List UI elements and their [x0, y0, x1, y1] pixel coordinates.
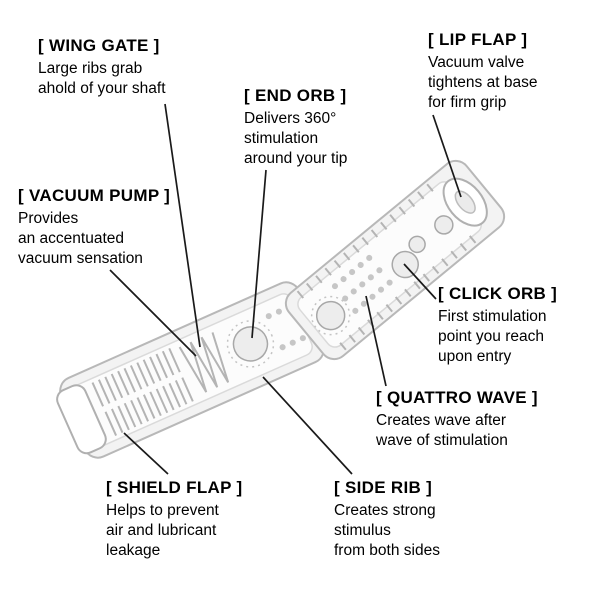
leader-side-rib — [262, 376, 353, 475]
wing-gate-ribs-lower — [104, 377, 194, 436]
entry-orb-ball — [315, 300, 346, 331]
callout-vacuum-pump-title: [ VACUUM PUMP ] — [18, 186, 171, 205]
callout-side-rib-title: [ SIDE RIB ] — [334, 478, 433, 497]
base-orb-ball — [434, 215, 454, 235]
callout-wing-gate-desc: Large ribs grab ahold of your shaft — [38, 60, 166, 97]
entry-orb-ring — [310, 295, 351, 336]
callout-wing-gate: [ WING GATE ] Large ribs grab ahold of y… — [38, 36, 166, 99]
end-orb-ring — [226, 320, 275, 368]
callout-end-orb-title: [ END ORB ] — [244, 86, 347, 105]
callout-lip-flap: [ LIP FLAP ] Vacuum valve tightens at ba… — [428, 30, 537, 113]
side-ribs-bottom — [339, 235, 477, 351]
callout-click-orb: [ CLICK ORB ] First stimulation point yo… — [438, 284, 557, 367]
leader-lines — [109, 103, 462, 475]
end-orb-ball — [232, 326, 269, 362]
callout-lip-flap-desc: Vacuum valve tightens at base for firm g… — [428, 54, 538, 111]
callout-shield-flap: [ SHIELD FLAP ] Helps to prevent air and… — [106, 478, 242, 561]
callout-shield-flap-desc: Helps to prevent air and lubricant leaka… — [106, 502, 219, 559]
side-ribs-top — [296, 183, 434, 299]
callout-shield-flap-title: [ SHIELD FLAP ] — [106, 478, 243, 497]
callout-vacuum-pump-desc: Provides an accentuated vacuum sensation — [18, 210, 143, 267]
quattro-wave-row-2 — [342, 262, 389, 302]
leader-vacuum-pump — [109, 269, 197, 357]
quattro-wave-row-3 — [352, 274, 399, 314]
callout-click-orb-title: [ CLICK ORB ] — [438, 284, 558, 303]
callout-quattro-wave-desc: Creates wave after wave of stimulation — [376, 412, 508, 449]
leader-click-orb — [403, 263, 437, 300]
callout-click-orb-desc: First stimulation point you reach upon e… — [438, 308, 547, 365]
click-orb-ball-small — [408, 235, 426, 254]
callout-vacuum-pump: [ VACUUM PUMP ] Provides an accentuated … — [18, 186, 170, 269]
vacuum-pump-coil — [178, 332, 230, 393]
leader-wing-gate — [164, 103, 201, 348]
quattro-wave-row-1 — [331, 250, 379, 290]
callout-side-rib-desc: Creates strong stimulus from both sides — [334, 502, 440, 559]
callout-end-orb-desc: Delivers 360° stimulation around your ti… — [244, 110, 348, 167]
wing-gate-ribs — [91, 347, 181, 407]
leader-shield-flap — [123, 432, 169, 475]
leader-quattro-wave — [365, 295, 387, 387]
left-bump-row-bottom — [279, 333, 310, 351]
callout-end-orb: [ END ORB ] Delivers 360° stimulation ar… — [244, 86, 347, 169]
callout-quattro-wave-title: [ QUATTRO WAVE ] — [376, 388, 538, 407]
leader-lip-flap — [432, 114, 462, 198]
callout-wing-gate-title: [ WING GATE ] — [38, 36, 160, 55]
leader-end-orb — [251, 169, 267, 339]
callout-side-rib: [ SIDE RIB ] Creates strong stimulus fro… — [334, 478, 440, 561]
callout-lip-flap-title: [ LIP FLAP ] — [428, 30, 528, 49]
shield-flap-cap — [56, 384, 107, 455]
callout-quattro-wave: [ QUATTRO WAVE ] Creates wave after wave… — [376, 388, 538, 451]
